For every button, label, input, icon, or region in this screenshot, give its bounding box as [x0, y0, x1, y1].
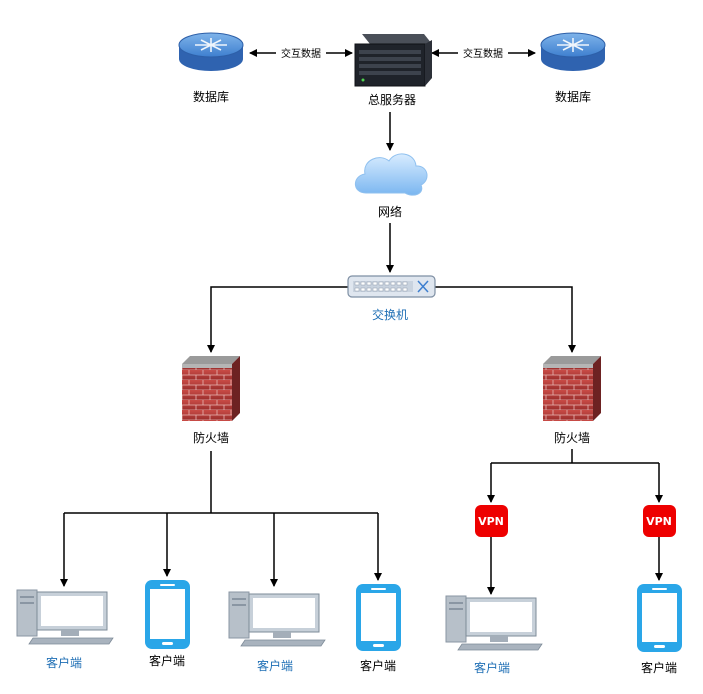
vpn-right-label: VPN: [646, 515, 672, 528]
firewall-icon: [543, 356, 601, 421]
database-right-label: 数据库: [555, 89, 591, 104]
cloud-icon: [354, 153, 428, 196]
database-icon: [540, 32, 606, 71]
database-left-label: 数据库: [193, 89, 229, 104]
firewall-right-label: 防火墙: [554, 430, 590, 445]
vpn-left-label: VPN: [478, 515, 504, 528]
phone-icon: [356, 584, 401, 651]
desktop-icon: [228, 591, 326, 647]
client-label-3: 客户端: [257, 658, 293, 673]
edge-label-exchange-left: 交互数据: [281, 47, 321, 60]
client-label-6: 客户端: [641, 660, 677, 675]
edges: 交互数据 交互数据: [60, 46, 663, 595]
firewall-left-label: 防火墙: [193, 430, 229, 445]
edge-switch-firewall-left: [207, 286, 348, 353]
client-label-4: 客户端: [360, 658, 396, 673]
desktop-icon: [445, 595, 543, 651]
client-label-2: 客户端: [149, 653, 185, 668]
phone-icon: [637, 584, 682, 652]
vpn-badge: VPN: [475, 505, 508, 537]
firewall-icon: [182, 356, 240, 421]
edge-label-exchange-right: 交互数据: [463, 47, 503, 60]
edge-switch-firewall-right: [435, 286, 576, 353]
server-icon: [354, 34, 432, 87]
switch-icon: [347, 275, 436, 298]
vpn-badge: VPN: [643, 505, 676, 537]
phone-icon: [145, 580, 190, 649]
network-label: 网络: [378, 204, 402, 219]
client-label-1: 客户端: [46, 655, 82, 670]
switch-label: 交换机: [372, 307, 408, 322]
desktop-icon: [16, 589, 114, 645]
client-label-5: 客户端: [474, 660, 510, 675]
database-icon: [178, 32, 244, 71]
server-label: 总服务器: [368, 92, 416, 107]
